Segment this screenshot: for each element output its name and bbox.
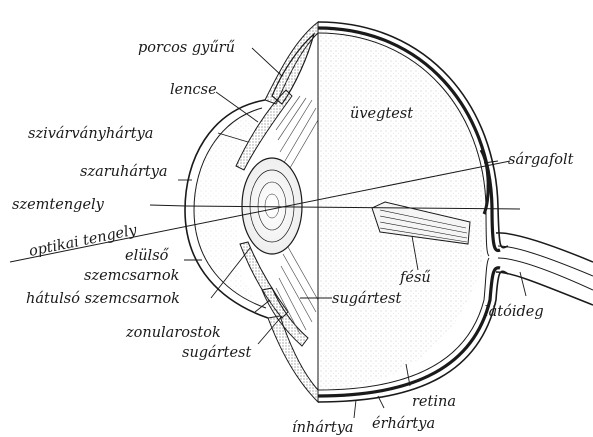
- label-retina: retina: [412, 394, 456, 410]
- label-hatulso-szemcsarnok: hátulsó szemcsarnok: [26, 291, 180, 307]
- lens: [242, 158, 302, 254]
- label-latoideg: látóideg: [484, 304, 544, 320]
- label-sugartest-right: sugártest: [332, 291, 401, 307]
- label-sargafolt: sárgafolt: [508, 152, 574, 168]
- label-szemtengely: szemtengely: [12, 197, 105, 213]
- label-sugartest-bottom: sugártest: [182, 345, 251, 361]
- label-szaruhartya: szaruhártya: [80, 164, 168, 180]
- label-uvegtest: üvegtest: [350, 106, 413, 122]
- label-porcos-gyuru: porcos gyűrű: [138, 40, 235, 56]
- ciliary-ring: [272, 34, 314, 104]
- label-erhartya: érhártya: [372, 416, 435, 432]
- label-zonularostok: zonularostok: [125, 325, 221, 341]
- label-optikai-tengely: optikai tengely: [28, 222, 139, 260]
- optic-nerve: [496, 233, 593, 305]
- label-szivarvanyhartya: szivárványhártya: [28, 126, 153, 142]
- label-inhartya: ínhártya: [292, 420, 354, 436]
- label-lencse: lencse: [170, 82, 217, 98]
- label-fesu: fésű: [399, 270, 431, 286]
- label-elulso-line2: szemcsarnok: [84, 268, 179, 284]
- label-elulso-line1: elülső: [125, 248, 170, 264]
